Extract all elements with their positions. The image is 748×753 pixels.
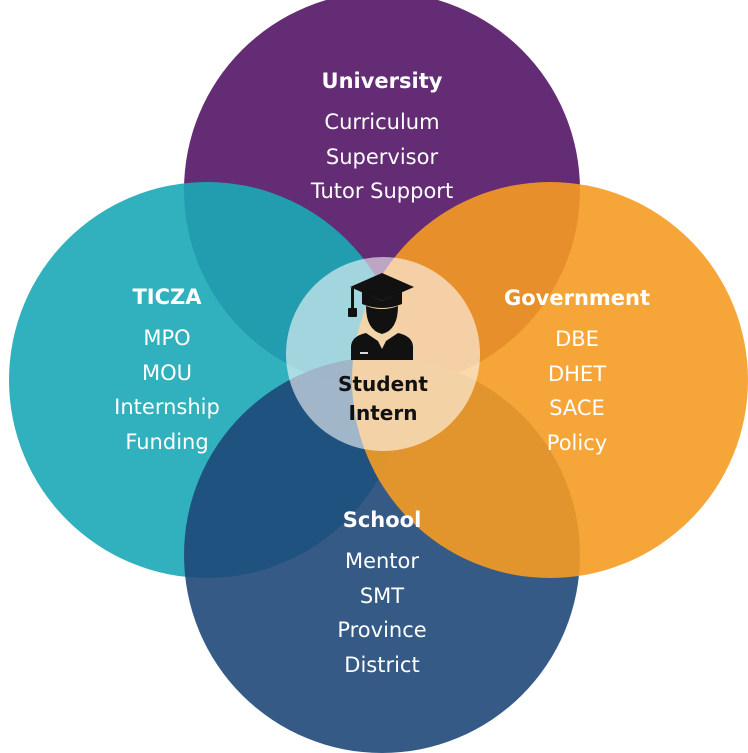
ticza-item: Internship [114,395,220,419]
university-item: Curriculum [324,110,440,134]
center-label-line2: Intern [348,401,418,425]
ticza-label-group: TICZA MPO MOU Internship Funding [114,285,220,459]
school-label-group: School Mentor SMT Province District [337,508,426,682]
school-item: District [344,652,420,677]
government-item: DHET [547,361,607,386]
ticza-item: MPO [143,326,191,350]
government-item: DBE [555,327,599,351]
center-label-group: Student Intern [338,370,428,428]
ticza-item: Funding [125,429,209,454]
circle-government [352,182,748,578]
center-label-line1: Student [338,372,428,396]
ticza-item: MOU [141,360,193,385]
government-item: Policy [546,430,608,455]
school-item: Mentor [344,549,420,573]
government-title: Government [503,286,651,310]
university-label-group: University Curriculum Supervisor Tutor S… [311,69,453,209]
ticza-title: TICZA [132,285,202,309]
school-item: SMT [359,583,405,608]
university-item: Supervisor [325,144,439,169]
school-item: Province [337,618,427,642]
university-title: University [321,69,443,93]
school-title: School [342,508,422,532]
government-label-group: Government DBE DHET SACE Policy [504,286,650,460]
government-item: SACE [549,396,605,420]
graduate-student-icon [348,273,414,360]
university-item: Tutor Support [310,179,454,203]
